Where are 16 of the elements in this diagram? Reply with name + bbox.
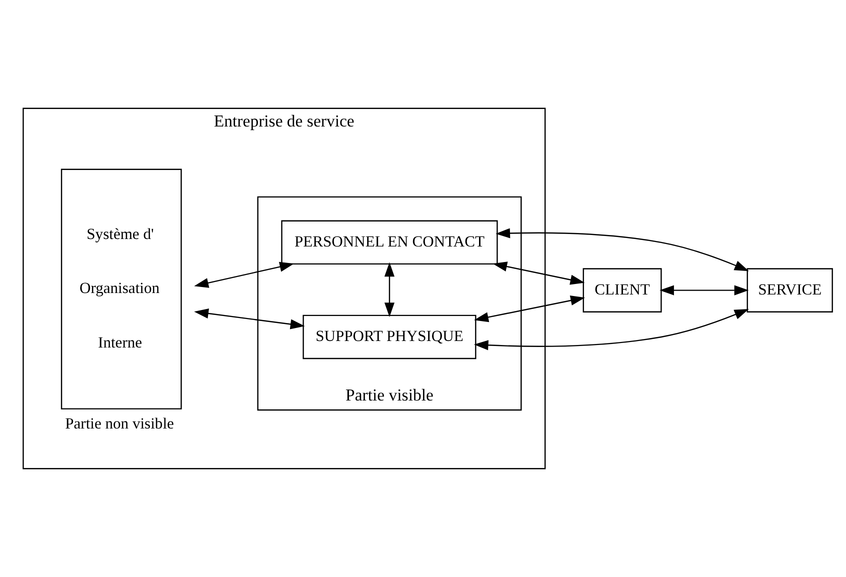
arrow xyxy=(474,309,749,350)
arrow xyxy=(660,285,749,296)
node-box: PERSONNEL EN CONTACT xyxy=(281,220,498,265)
arrow xyxy=(194,262,294,288)
cluster xyxy=(257,196,522,411)
arrow xyxy=(384,262,395,317)
arrow xyxy=(474,296,585,322)
arrow xyxy=(194,308,305,330)
node-box: CLIENT xyxy=(582,268,662,312)
node-label: Partie visible xyxy=(346,386,434,405)
node-label: Partie non visible xyxy=(65,415,174,432)
arrow xyxy=(496,228,749,272)
node-box: SERVICE xyxy=(746,268,833,312)
node-box: Système d' Organisation Interne xyxy=(60,168,182,410)
arrow xyxy=(492,262,585,285)
node-box: SUPPORT PHYSIQUE xyxy=(302,314,476,360)
